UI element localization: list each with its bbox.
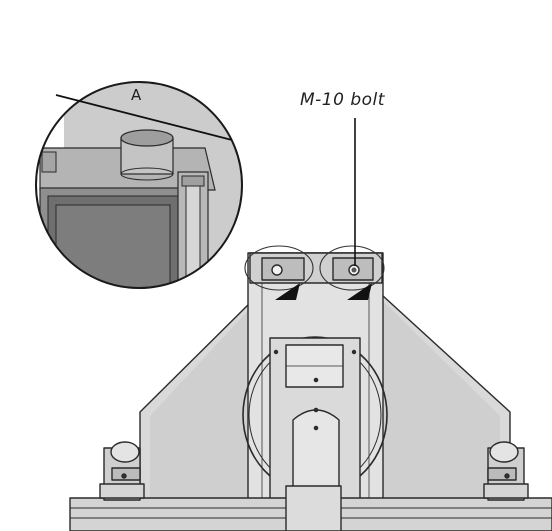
bolt-hole-left	[271, 264, 283, 276]
arrow-right	[347, 283, 372, 300]
right-foot	[483, 441, 529, 501]
highlight-left-bolt	[244, 245, 314, 291]
detail-view-a	[35, 81, 243, 289]
highlight-right-bolt	[319, 245, 385, 291]
arrow-left	[275, 283, 300, 300]
stove-frame-assembly	[69, 252, 552, 531]
detail-circle	[35, 81, 243, 289]
dimension-line-a	[55, 94, 233, 141]
left-foot	[99, 441, 145, 501]
detail-label-a: A	[131, 86, 142, 104]
bolt-label: M-10 bolt	[300, 90, 385, 110]
duct-tongue	[292, 409, 340, 506]
